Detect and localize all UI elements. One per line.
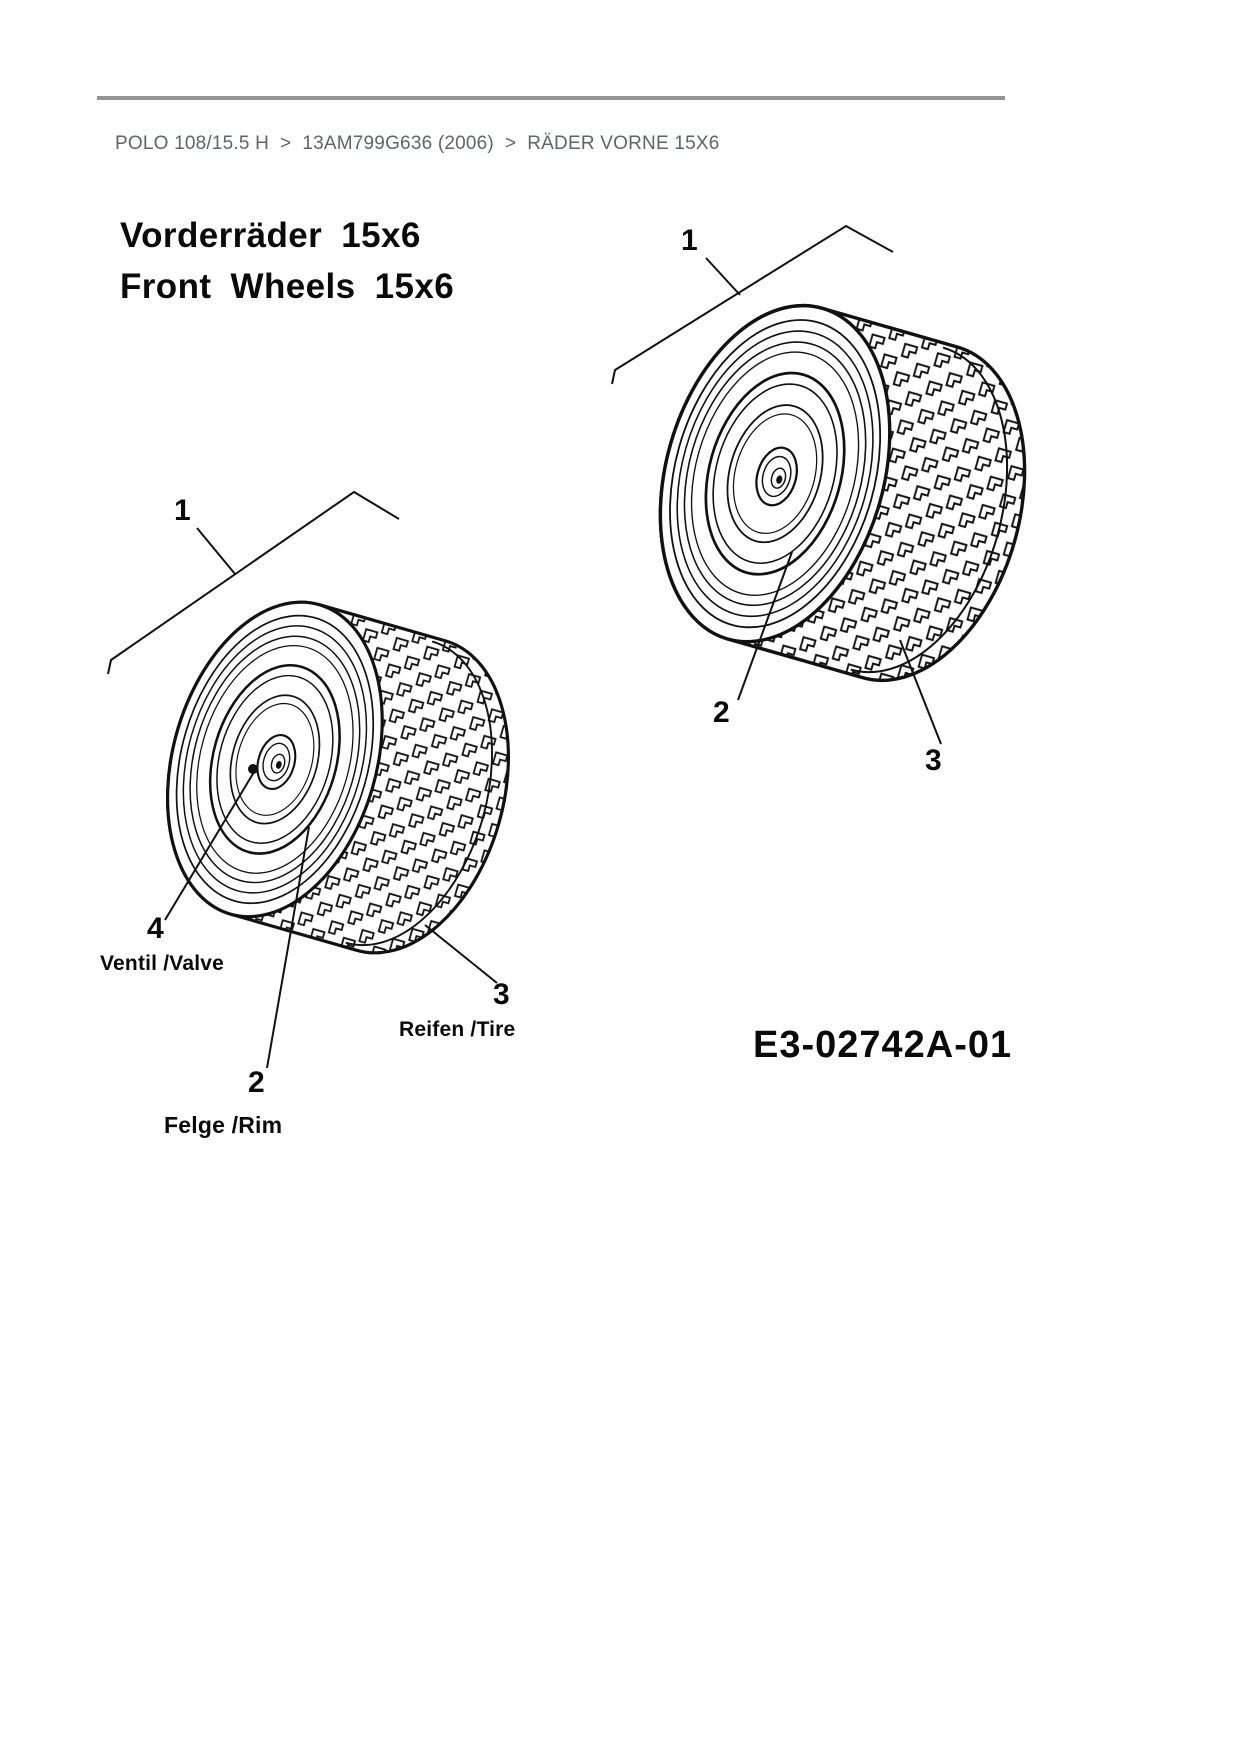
- part-label-rim: Felge /Rim: [164, 1112, 283, 1138]
- breadcrumb-item-model[interactable]: POLO 108/15.5 H: [115, 133, 270, 154]
- callout-number-right-1: 1: [681, 224, 698, 257]
- callout-number-left-1: 1: [174, 494, 191, 527]
- top-divider: [97, 96, 1005, 100]
- part-label-tire: Reifen /Tire: [399, 1018, 516, 1041]
- part-label-valve: Ventil /Valve: [100, 952, 225, 975]
- callout-number-right-2: 2: [713, 696, 730, 729]
- wheel-illustration-left: [158, 592, 518, 963]
- callout-number-right-3: 3: [925, 744, 942, 777]
- wheel-illustration-right: [650, 295, 1035, 691]
- breadcrumb-separator: >: [280, 133, 292, 154]
- diagram-title: Vorderräder 15x6 Front Wheels 15x6: [120, 210, 454, 312]
- callout-number-left-4: 4: [147, 912, 164, 945]
- callout-number-left-3: 3: [493, 978, 510, 1011]
- leader-right-1: [705, 257, 741, 296]
- diagram-title-english: Front Wheels 15x6: [120, 267, 455, 307]
- diagram-title-german: Vorderräder 15x6: [120, 216, 421, 255]
- breadcrumb-item-section[interactable]: RÄDER VORNE 15X6: [527, 133, 720, 154]
- breadcrumb-item-partnumber[interactable]: 13AM799G636 (2006): [302, 133, 494, 154]
- breadcrumb: POLO 108/15.5 H >13AM799G636 (2006) > RÄDER…: [115, 133, 719, 155]
- breadcrumb-separator: >: [504, 133, 517, 154]
- diagram-code: E3-02742A-01: [753, 1024, 1013, 1066]
- callout-number-left-2: 2: [248, 1066, 265, 1099]
- leader-left-1: [196, 527, 236, 575]
